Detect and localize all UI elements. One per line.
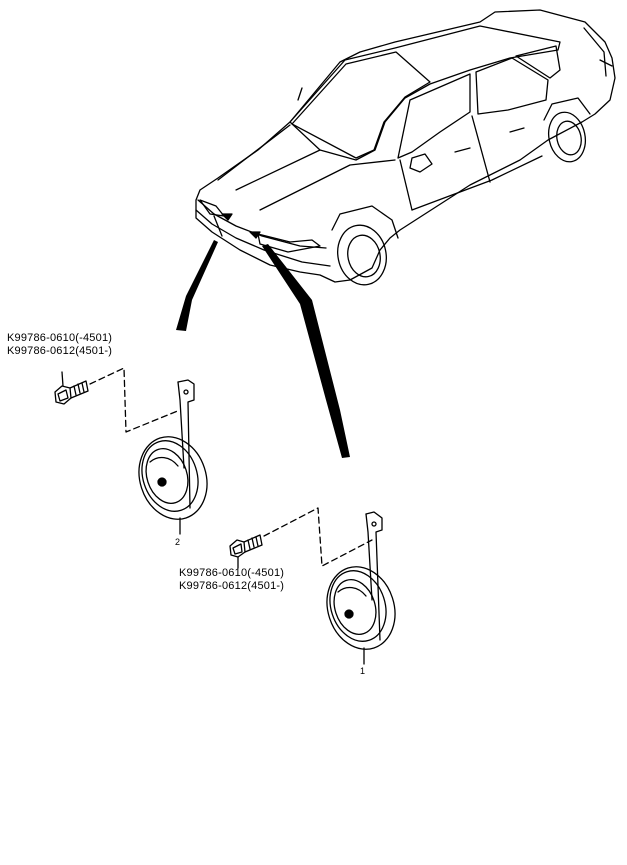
callout-horn-right: 1	[360, 666, 366, 676]
leader-bolt-upper	[89, 367, 181, 433]
bolt-lower-part-number-1: K99786-0610(-4501)	[179, 567, 285, 579]
bolt-lower	[229, 534, 263, 569]
callout-horn-left: 2	[175, 537, 181, 547]
arrow-to-left-horn	[176, 240, 218, 331]
bolt-upper-part-number-2: K99786-0612(4501-)	[7, 345, 113, 357]
pointer-arrows	[176, 240, 350, 458]
horn-left	[138, 379, 208, 535]
arrow-to-right-horn	[262, 244, 350, 458]
leader-bolt-lower	[263, 507, 373, 567]
bolt-lower-part-number-2: K99786-0612(4501-)	[179, 580, 285, 592]
bolt-upper	[54, 371, 89, 405]
horn-right	[326, 511, 396, 665]
car-illustration	[195, 9, 616, 286]
bolt-upper-part-number-1: K99786-0610(-4501)	[7, 332, 113, 344]
